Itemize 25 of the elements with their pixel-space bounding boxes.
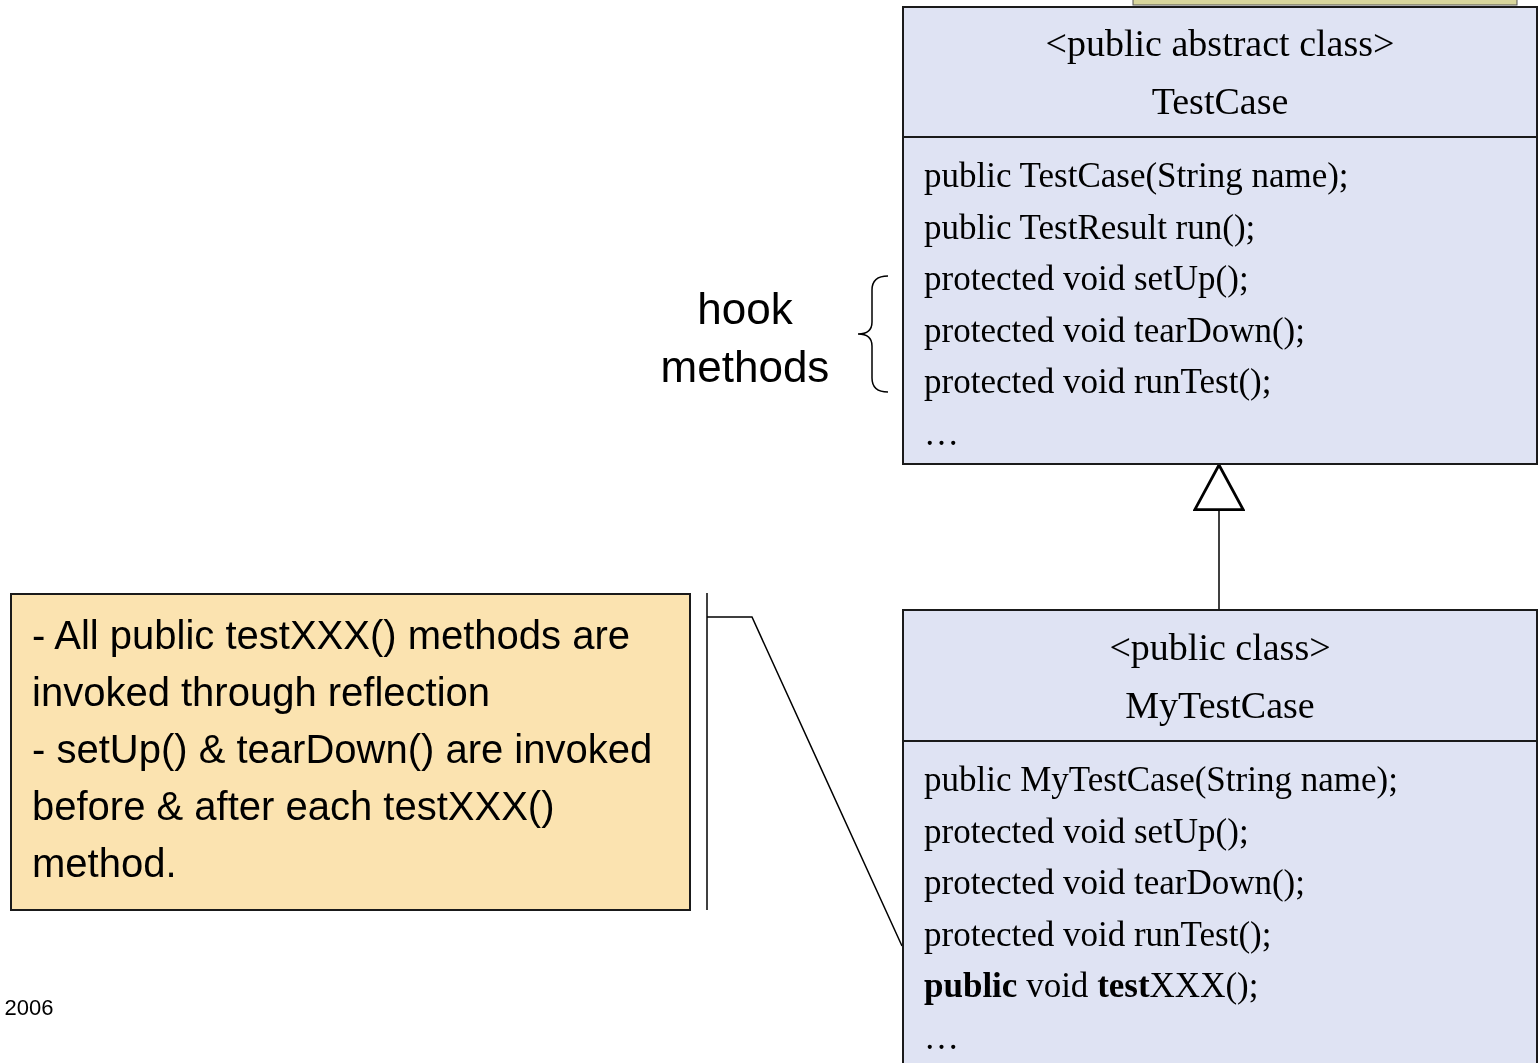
method-signature: public TestResult run();: [924, 206, 1256, 249]
inheritance-arrow: [1193, 463, 1245, 610]
method-signature: public void testXXX();: [924, 965, 1259, 1007]
method-signature: protected void runTest();: [924, 361, 1272, 403]
year-label: 2006: [3, 994, 55, 1022]
note-text: - setUp() & tearDown() are invoked before & after each testXXX() method.: [32, 726, 654, 887]
method-signature: protected void setUp();: [924, 258, 1249, 300]
stereotype-label: <public class>: [1109, 624, 1331, 670]
class-box: [902, 6, 1538, 465]
note-box: [10, 593, 691, 911]
class-name: TestCase: [1151, 79, 1289, 124]
note-text: - All public testXXX() methods are invoked through reflection: [32, 612, 632, 716]
method-signature: public MyTestCase(String name);: [924, 759, 1398, 801]
method-signature: …: [924, 1016, 959, 1059]
class-box: [902, 609, 1538, 1063]
leader-line: [706, 616, 903, 947]
method-signature: protected void tearDown();: [924, 862, 1305, 904]
method-signature: public TestCase(String name);: [924, 155, 1349, 197]
stereotype-label: <public abstract class>: [1045, 21, 1395, 66]
method-signature: protected void setUp();: [924, 810, 1249, 853]
brace-label: hook methods: [659, 283, 831, 393]
method-signature: protected void tearDown();: [924, 309, 1305, 352]
method-signature: protected void runTest();: [924, 913, 1272, 956]
method-signature: …: [924, 412, 959, 455]
class-name: MyTestCase: [1125, 682, 1315, 728]
